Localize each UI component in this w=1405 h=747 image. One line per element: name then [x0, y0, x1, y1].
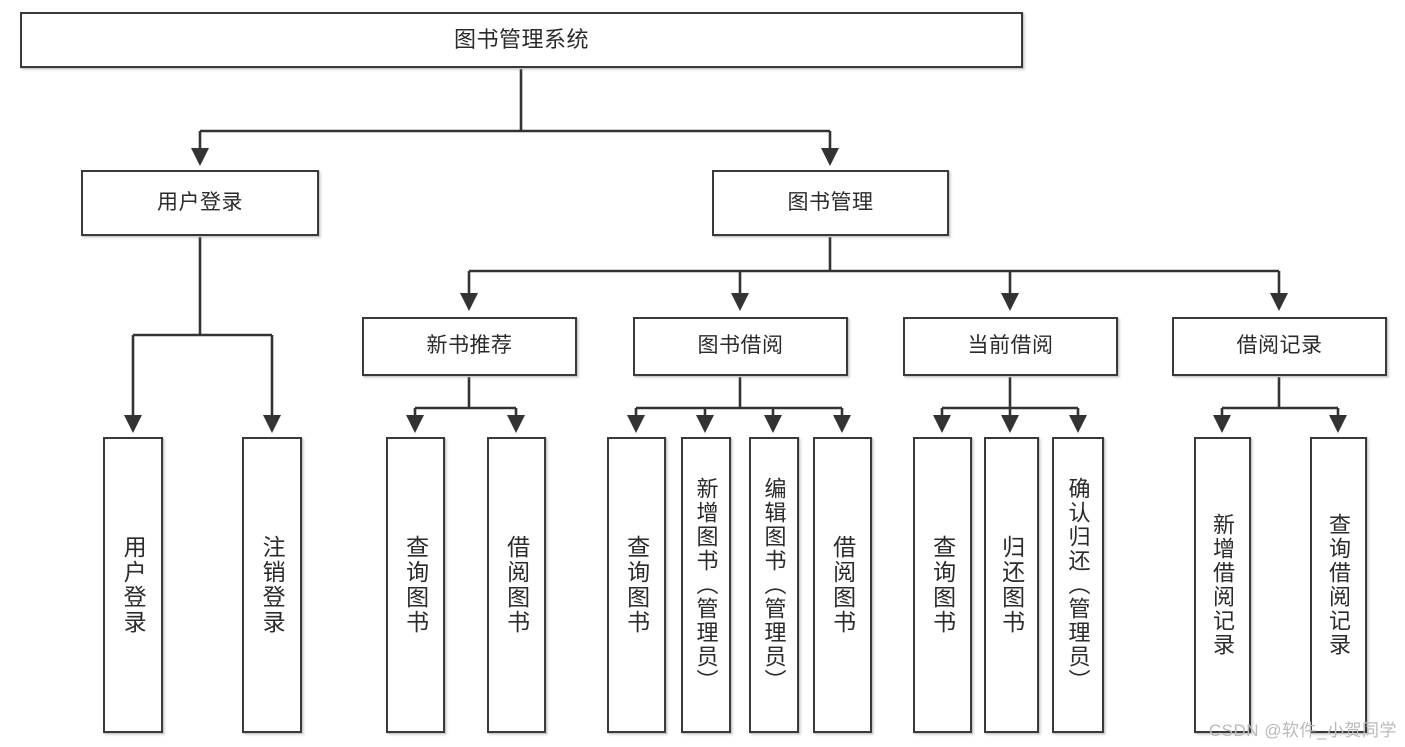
- node-leaf-return-book-label: 归还图书: [998, 535, 1025, 635]
- node-leaf-query-book-2[interactable]: 查询图书: [607, 437, 666, 733]
- node-leaf-return-book[interactable]: 归还图书: [984, 437, 1039, 733]
- node-leaf-query-book-3-label: 查询图书: [929, 535, 956, 635]
- node-leaf-confirm-return[interactable]: 确认归还（管理员）: [1052, 437, 1104, 733]
- node-new-book-rec[interactable]: 新书推荐: [362, 317, 577, 376]
- node-book-borrow-label: 图书借阅: [697, 334, 784, 358]
- node-leaf-edit-book[interactable]: 编辑图书（管理员）: [749, 437, 799, 733]
- node-leaf-query-book-3[interactable]: 查询图书: [913, 437, 972, 733]
- node-root-label: 图书管理系统: [453, 27, 589, 53]
- node-leaf-logout[interactable]: 注销登录: [242, 437, 302, 733]
- node-leaf-add-record-label: 新增借阅记录: [1210, 513, 1236, 657]
- node-book-manage[interactable]: 图书管理: [712, 170, 949, 236]
- node-current-borrow-label: 当前借阅: [967, 334, 1054, 358]
- node-leaf-query-record[interactable]: 查询借阅记录: [1310, 437, 1367, 733]
- node-leaf-add-book-label: 新增图书（管理员）: [693, 477, 719, 693]
- watermark-text: CSDN @软件_小贺同学: [1208, 721, 1397, 740]
- node-leaf-query-book-2-label: 查询图书: [623, 535, 650, 635]
- node-leaf-user-login[interactable]: 用户登录: [103, 437, 163, 733]
- node-borrow-record-label: 借阅记录: [1236, 334, 1323, 358]
- node-leaf-logout-label: 注销登录: [259, 535, 286, 635]
- node-leaf-borrow-book-1-label: 借阅图书: [503, 535, 530, 635]
- node-borrow-record[interactable]: 借阅记录: [1172, 317, 1387, 376]
- node-leaf-borrow-book-1[interactable]: 借阅图书: [487, 437, 546, 733]
- node-leaf-confirm-return-label: 确认归还（管理员）: [1065, 477, 1091, 693]
- node-leaf-user-login-label: 用户登录: [120, 535, 147, 635]
- node-leaf-query-book-1-label: 查询图书: [402, 535, 429, 635]
- node-leaf-edit-book-label: 编辑图书（管理员）: [761, 477, 787, 693]
- node-leaf-borrow-book-2-label: 借阅图书: [829, 535, 856, 635]
- node-leaf-borrow-book-2[interactable]: 借阅图书: [813, 437, 872, 733]
- node-leaf-query-record-label: 查询借阅记录: [1326, 513, 1352, 657]
- node-leaf-add-book[interactable]: 新增图书（管理员）: [681, 437, 731, 733]
- node-user-login-label: 用户登录: [157, 190, 243, 214]
- node-user-login[interactable]: 用户登录: [81, 170, 319, 236]
- node-leaf-add-record[interactable]: 新增借阅记录: [1194, 437, 1251, 733]
- node-book-manage-label: 图书管理: [787, 190, 874, 214]
- node-leaf-query-book-1[interactable]: 查询图书: [386, 437, 445, 733]
- node-current-borrow[interactable]: 当前借阅: [903, 317, 1118, 376]
- node-root[interactable]: 图书管理系统: [20, 12, 1023, 68]
- node-book-borrow[interactable]: 图书借阅: [633, 317, 848, 376]
- node-new-book-rec-label: 新书推荐: [426, 334, 513, 358]
